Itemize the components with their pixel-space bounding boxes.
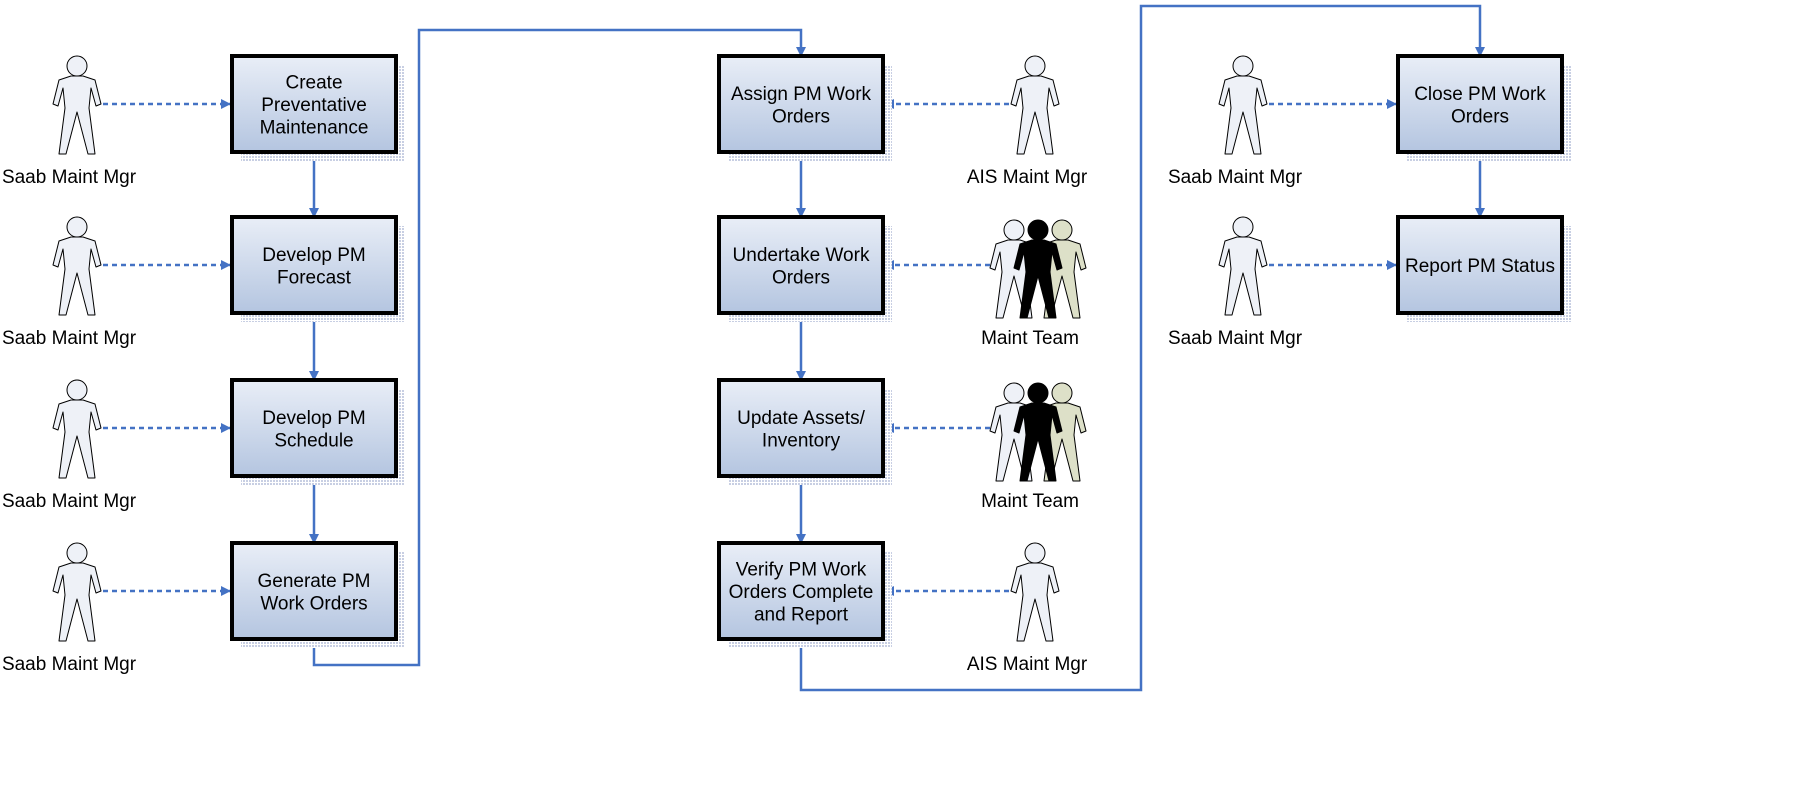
person-icon — [1218, 55, 1268, 155]
step-label-line: Verify PM Work — [736, 560, 867, 581]
step-box — [717, 378, 885, 478]
actor-label: Saab Maint Mgr — [1168, 167, 1303, 188]
person-icon — [52, 542, 102, 642]
step-box — [717, 541, 885, 641]
flow-arrow-generate-to-assign — [312, 28, 806, 667]
person-icon — [1013, 219, 1063, 319]
step-label-line: Inventory — [762, 430, 841, 451]
flow-arrow-verify-to-close — [799, 4, 1485, 692]
actor-update: Maint Team — [981, 382, 1087, 512]
connectors — [309, 4, 1485, 692]
step-report: Report PM Status — [1396, 215, 1571, 322]
person-icon — [1013, 382, 1063, 482]
step-label-line: Assign PM Work — [731, 84, 872, 105]
step-label-line: Develop PM — [262, 245, 366, 266]
person-icon — [1218, 216, 1268, 316]
person-icon — [52, 216, 102, 316]
actor-label: Maint Team — [981, 328, 1079, 349]
actor-create: Saab Maint Mgr — [2, 55, 137, 188]
person-icon — [52, 55, 102, 155]
step-label-line: and Report — [754, 605, 849, 626]
step-label-line: Orders — [772, 106, 830, 127]
step-label-line: Update Assets/ — [737, 408, 866, 429]
step-label-line: Preventative — [261, 95, 367, 116]
step-label-line: Undertake Work — [733, 245, 870, 266]
step-box — [230, 54, 398, 154]
step-box — [1396, 215, 1564, 315]
actor-label: Saab Maint Mgr — [2, 167, 137, 188]
step-box — [717, 54, 885, 154]
person-icon — [1010, 55, 1060, 155]
step-label-line: Develop PM — [262, 408, 366, 429]
step-label-line: Orders — [1451, 106, 1509, 127]
actor-undertake: Maint Team — [981, 219, 1087, 349]
actor-label: Saab Maint Mgr — [1168, 328, 1303, 349]
actor-label: Saab Maint Mgr — [2, 491, 137, 512]
actor-label: Maint Team — [981, 491, 1079, 512]
step-label-line: Forecast — [277, 267, 352, 288]
step-box — [1396, 54, 1564, 154]
step-update: Update Assets/Inventory — [717, 378, 892, 485]
actor-label: Saab Maint Mgr — [2, 654, 137, 675]
step-label-line: Schedule — [274, 430, 353, 451]
step-label-line: Report PM Status — [1405, 256, 1555, 277]
step-label-line: Maintenance — [260, 118, 369, 139]
step-box — [717, 215, 885, 315]
actor-generate: Saab Maint Mgr — [2, 542, 137, 675]
step-label-line: Create — [285, 73, 342, 94]
step-label-line: Close PM Work — [1414, 84, 1546, 105]
actor-label: AIS Maint Mgr — [967, 654, 1088, 675]
person-icon — [52, 379, 102, 479]
step-label-line: Orders — [772, 267, 830, 288]
actor-report: Saab Maint Mgr — [1168, 216, 1303, 349]
actor-label: Saab Maint Mgr — [2, 328, 137, 349]
step-box — [230, 215, 398, 315]
person-icon — [1010, 542, 1060, 642]
step-box — [230, 378, 398, 478]
actor-schedule: Saab Maint Mgr — [2, 379, 137, 512]
actor-close: Saab Maint Mgr — [1168, 55, 1303, 188]
actor-associations — [103, 99, 1397, 596]
actor-verify: AIS Maint Mgr — [967, 542, 1088, 675]
actor-forecast: Saab Maint Mgr — [2, 216, 137, 349]
step-label-line: Orders Complete — [729, 582, 874, 603]
actor-label: AIS Maint Mgr — [967, 167, 1088, 188]
step-label-line: Generate PM — [258, 571, 371, 592]
actor-assign: AIS Maint Mgr — [967, 55, 1088, 188]
step-label-line: Work Orders — [260, 593, 367, 614]
step-box — [230, 541, 398, 641]
